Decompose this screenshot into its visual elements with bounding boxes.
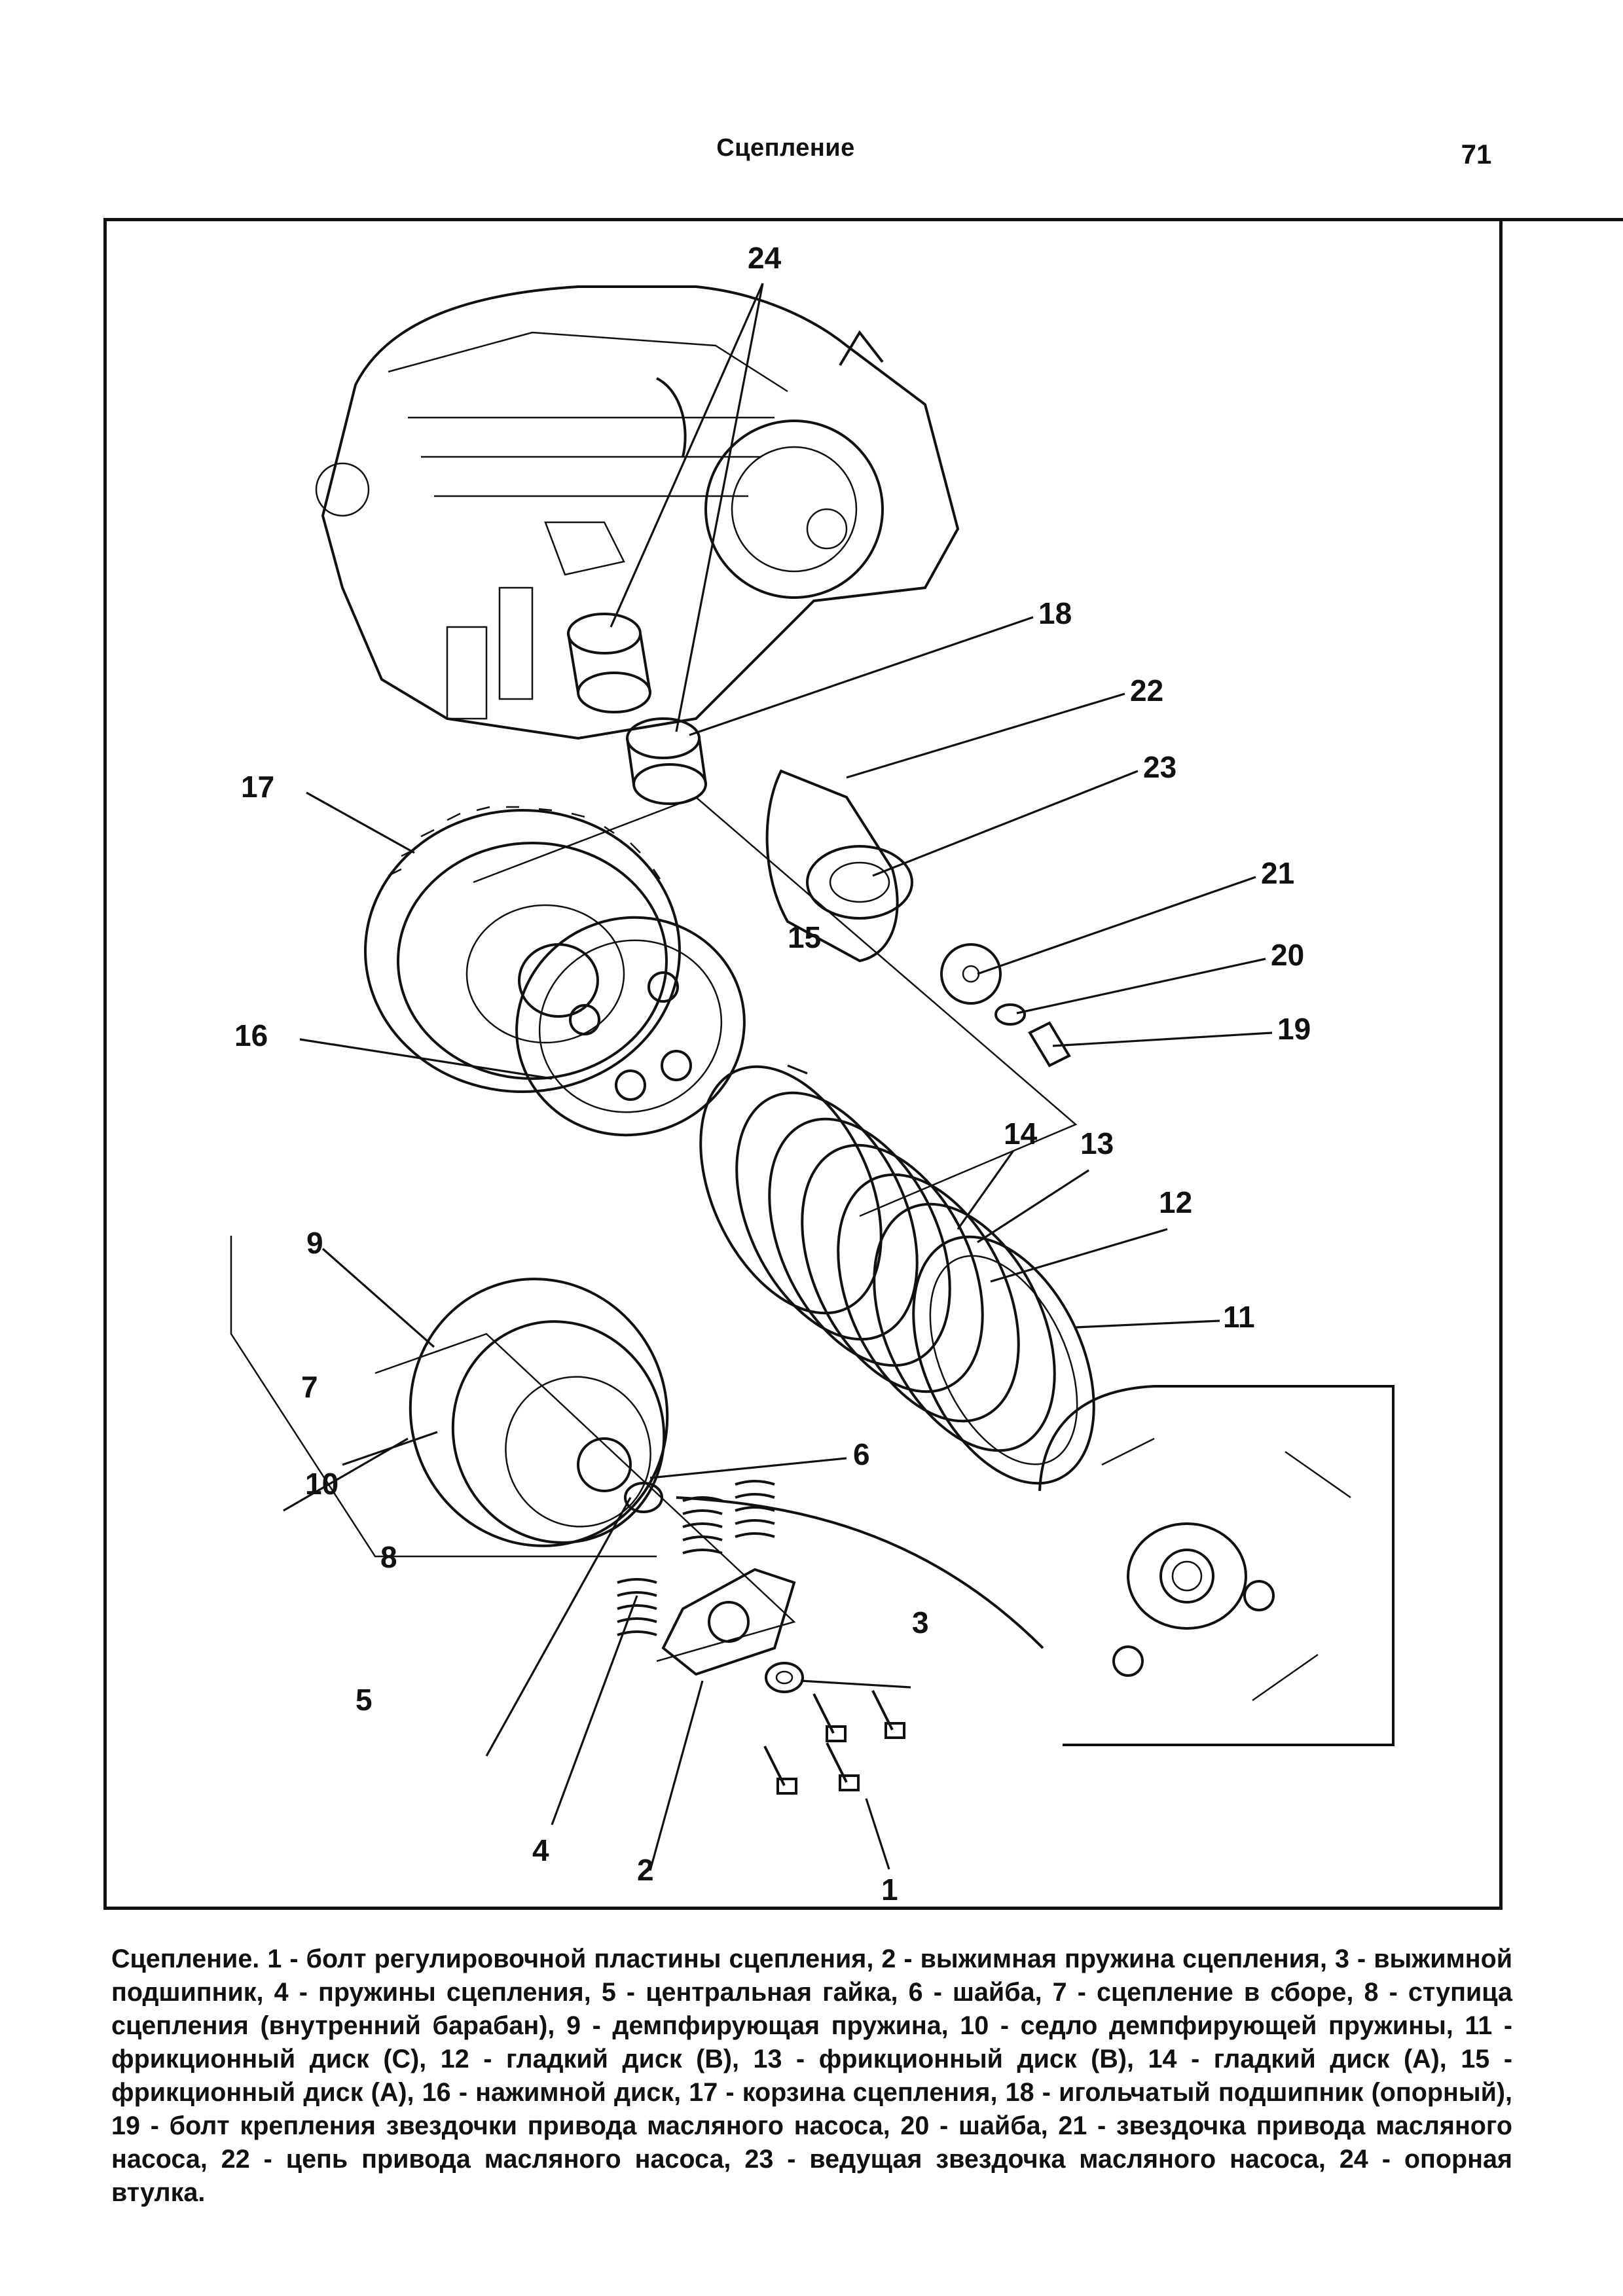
adjuster-bolts-illustration	[763, 1690, 905, 1795]
inset-connector-curve	[676, 1496, 1044, 1649]
release-bearing-illustration	[765, 1662, 804, 1693]
callout-14: 14	[1004, 1117, 1038, 1151]
callout-19: 19	[1277, 1012, 1311, 1046]
engine-case-illustration	[315, 285, 960, 740]
diagram-svg: 24 18 22 23 17 21 20 19 16 15 14 13 12 9…	[230, 241, 1395, 1907]
frame-left-rule	[103, 218, 107, 1910]
callout-9: 9	[306, 1226, 323, 1260]
assembly-bracket-lower	[230, 1236, 657, 1558]
callout-labels: 24 18 22 23 17 21 20 19 16 15 14 13 12 9…	[234, 241, 1311, 1907]
callout-6: 6	[853, 1437, 870, 1471]
callout-11: 11	[1223, 1300, 1255, 1334]
needle-bearing-illustration	[626, 717, 707, 805]
clutch-basket-illustration	[364, 806, 681, 1093]
clutch-hub-illustration	[409, 1278, 669, 1547]
oil-pump-chain-illustration	[765, 769, 913, 963]
caption-text: 1 - болт регулировочной пластины сцеплен…	[111, 1944, 1512, 2207]
callout-3: 3	[912, 1605, 929, 1640]
callout-13: 13	[1080, 1126, 1114, 1160]
callout-20: 20	[1271, 938, 1304, 972]
assembly-bracket-upper	[473, 796, 1078, 1217]
callout-1: 1	[881, 1873, 898, 1907]
callout-leaders	[283, 283, 1273, 1871]
callout-16: 16	[234, 1018, 268, 1052]
assembly-bracket-middle	[374, 1333, 796, 1662]
callout-23: 23	[1143, 750, 1176, 784]
clutch-springs-illustration	[617, 1480, 775, 1636]
inset-detail-illustration	[1038, 1385, 1395, 1746]
clutch-disc-stack-illustration	[699, 1065, 1095, 1485]
lifter-plate-illustration	[661, 1568, 796, 1676]
callout-10: 10	[305, 1467, 338, 1501]
clutch-exploded-diagram: 24 18 22 23 17 21 20 19 16 15 14 13 12 9…	[107, 221, 1499, 1907]
running-header-title: Сцепление	[716, 134, 855, 162]
callout-18: 18	[1038, 596, 1072, 630]
callout-4: 4	[532, 1833, 549, 1867]
frame-right-rule	[1499, 218, 1503, 1910]
frame-top-rule	[103, 218, 1623, 221]
callout-22: 22	[1130, 673, 1163, 708]
page-number: 71	[1461, 139, 1492, 170]
callout-21: 21	[1261, 856, 1294, 890]
callout-2: 2	[637, 1853, 654, 1887]
callout-17: 17	[241, 770, 274, 804]
callout-7: 7	[301, 1370, 318, 1404]
support-bushing-illustration	[567, 613, 651, 713]
caption-title: Сцепление.	[111, 1944, 260, 1973]
callout-15: 15	[788, 920, 821, 954]
callout-8: 8	[380, 1540, 397, 1574]
pressure-plate-illustration	[515, 916, 746, 1137]
callout-24: 24	[748, 241, 782, 275]
callout-12: 12	[1159, 1185, 1192, 1219]
frame-bottom-rule	[103, 1907, 1503, 1910]
figure-caption: Сцепление. 1 - болт регулировочной пласт…	[111, 1943, 1512, 2210]
callout-5: 5	[356, 1683, 373, 1717]
